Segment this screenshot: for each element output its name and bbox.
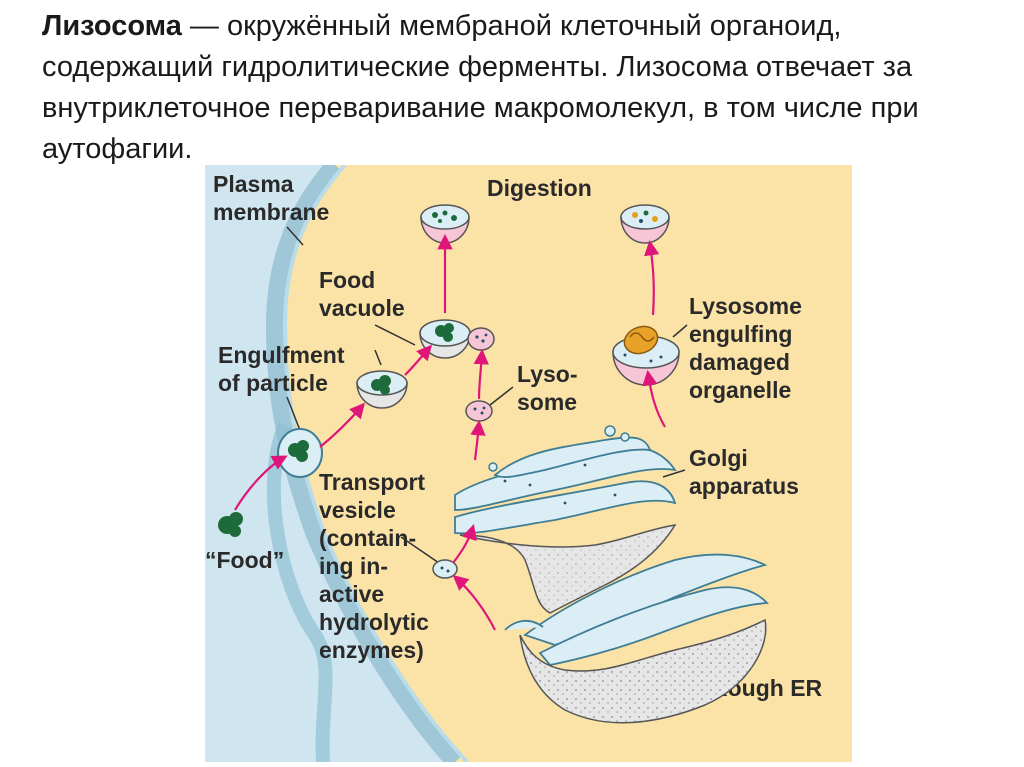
golgi-line-2: apparatus xyxy=(689,473,799,499)
transport-vesicle xyxy=(432,559,458,579)
arrow-lysosome-to-fusion xyxy=(473,348,490,400)
rough-er xyxy=(504,553,769,724)
label-food-vacuole: Food vacuole xyxy=(319,267,405,321)
lysosome-engulfing-line-1: Lysosome xyxy=(689,293,802,319)
arrow-vacuole-to-fusion xyxy=(404,344,433,376)
plasma-leader xyxy=(286,226,304,246)
lysosome-leader xyxy=(489,386,514,406)
lysosome-engulfing-line-2: engulfing xyxy=(689,321,792,347)
lysosome-engulfing-leader xyxy=(672,324,688,338)
food-vacuole-line-1: Food xyxy=(319,267,375,293)
diagram-canvas: Plasma membrane Digestion Food vacuole E… xyxy=(205,159,852,767)
label-food: “Food” xyxy=(205,547,284,573)
label-plasma-membrane: Plasma membrane xyxy=(213,171,329,225)
label-golgi: Golgi apparatus xyxy=(689,445,799,499)
arrow-autophagy-to-digestion xyxy=(644,239,660,316)
transport-line-6: hydrolytic xyxy=(319,609,429,635)
engulfing-vesicle xyxy=(277,428,323,478)
food-vacuole-line-2: vacuole xyxy=(319,295,405,321)
intro-text: — окружённый мембраной клеточный органои… xyxy=(42,10,919,165)
golgi-line-1: Golgi xyxy=(689,445,748,471)
transport-leader xyxy=(400,536,440,564)
arrow-engulf-to-vacuole xyxy=(319,402,366,448)
lysosome-diagram: Plasma membrane Digestion Food vacuole E… xyxy=(205,159,852,767)
arrow-golgi-to-lysosome xyxy=(470,419,486,461)
lysosome-engulfing-line-4: organelle xyxy=(689,377,791,403)
lysosome-with-mitochondrion xyxy=(612,325,680,386)
label-digestion: Digestion xyxy=(487,175,592,201)
label-transport-vesicle: Transport vesicle (contain- ing in- acti… xyxy=(319,469,429,663)
golgi-leader xyxy=(662,469,686,478)
arrow-golgi-to-autophagy xyxy=(642,369,666,428)
golgi-apparatus xyxy=(454,425,677,614)
digestion-vesicle-right xyxy=(620,204,670,244)
lysosome-line-1: Lyso- xyxy=(517,361,578,387)
arrows xyxy=(234,233,666,631)
membrane-fold xyxy=(266,422,333,763)
arrow-er-to-vesicle xyxy=(452,574,496,631)
transport-line-7: enzymes) xyxy=(319,637,424,663)
lysosome-vesicle xyxy=(465,400,493,422)
label-engulfment: Engulfment of particle xyxy=(218,342,345,396)
plasma-label-line-2: membrane xyxy=(213,199,329,225)
digestion-vesicle-left xyxy=(420,204,470,244)
food-particle xyxy=(218,512,243,537)
transport-line-1: Transport xyxy=(319,469,425,495)
food-vacuole-early xyxy=(356,370,408,409)
arrow-food-to-engulf xyxy=(234,455,288,511)
arrow-vesicle-to-golgi xyxy=(452,524,477,564)
food-vacuole-fusing xyxy=(419,319,495,359)
intro-term: Лизосома xyxy=(42,10,182,42)
lysosome-engulfing-line-3: damaged xyxy=(689,349,790,375)
intro-paragraph: Лизосома — окружённый мембраной клеточны… xyxy=(42,6,1002,170)
engulfment-line-2: of particle xyxy=(218,370,328,396)
lysosome-line-2: some xyxy=(517,389,577,415)
food-vacuole-leader xyxy=(374,324,416,346)
label-lysosome: Lyso- some xyxy=(517,361,578,415)
plasma-label-line-1: Plasma xyxy=(213,171,294,197)
engulfment-leader-1 xyxy=(374,349,382,366)
engulfment-leader-2 xyxy=(286,396,302,434)
engulfment-line-1: Engulfment xyxy=(218,342,345,368)
label-lysosome-engulfing: Lysosome engulfing damaged organelle xyxy=(689,293,802,403)
transport-line-2: vesicle xyxy=(319,497,396,523)
transport-line-4: ing in- xyxy=(319,553,388,579)
transport-line-3: (contain- xyxy=(319,525,416,551)
transport-line-5: active xyxy=(319,581,384,607)
